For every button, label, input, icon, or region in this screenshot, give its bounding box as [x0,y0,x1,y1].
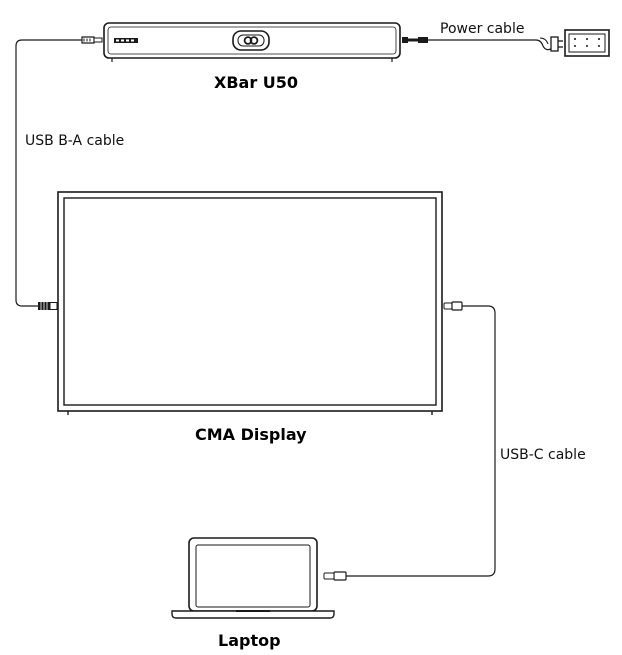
power-cable [402,36,563,52]
usb-c-cable-label: USB-C cable [500,447,586,463]
usb-ba-cable [15,36,103,310]
power-outlet-icon [564,29,610,57]
usb-b-plug-icon [76,36,103,44]
laptop-label: Laptop [218,631,281,650]
cma-display-device [57,191,443,415]
camera-lens-icon [232,30,270,51]
usb-c-cable [323,301,496,581]
maxhub-logo [114,38,138,43]
xbar-u50-label: XBar U50 [214,73,299,92]
laptop-device [171,537,335,619]
usb-c-plug-top-icon [443,301,463,311]
usb-a-plug-icon [38,302,58,310]
xbar-u50-device [103,22,401,62]
cma-display-label: CMA Display [195,425,307,444]
usb-ba-cable-label: USB B-A cable [25,133,125,149]
usb-c-plug-bottom-icon [323,571,347,581]
power-cable-label: Power cable [440,21,525,37]
